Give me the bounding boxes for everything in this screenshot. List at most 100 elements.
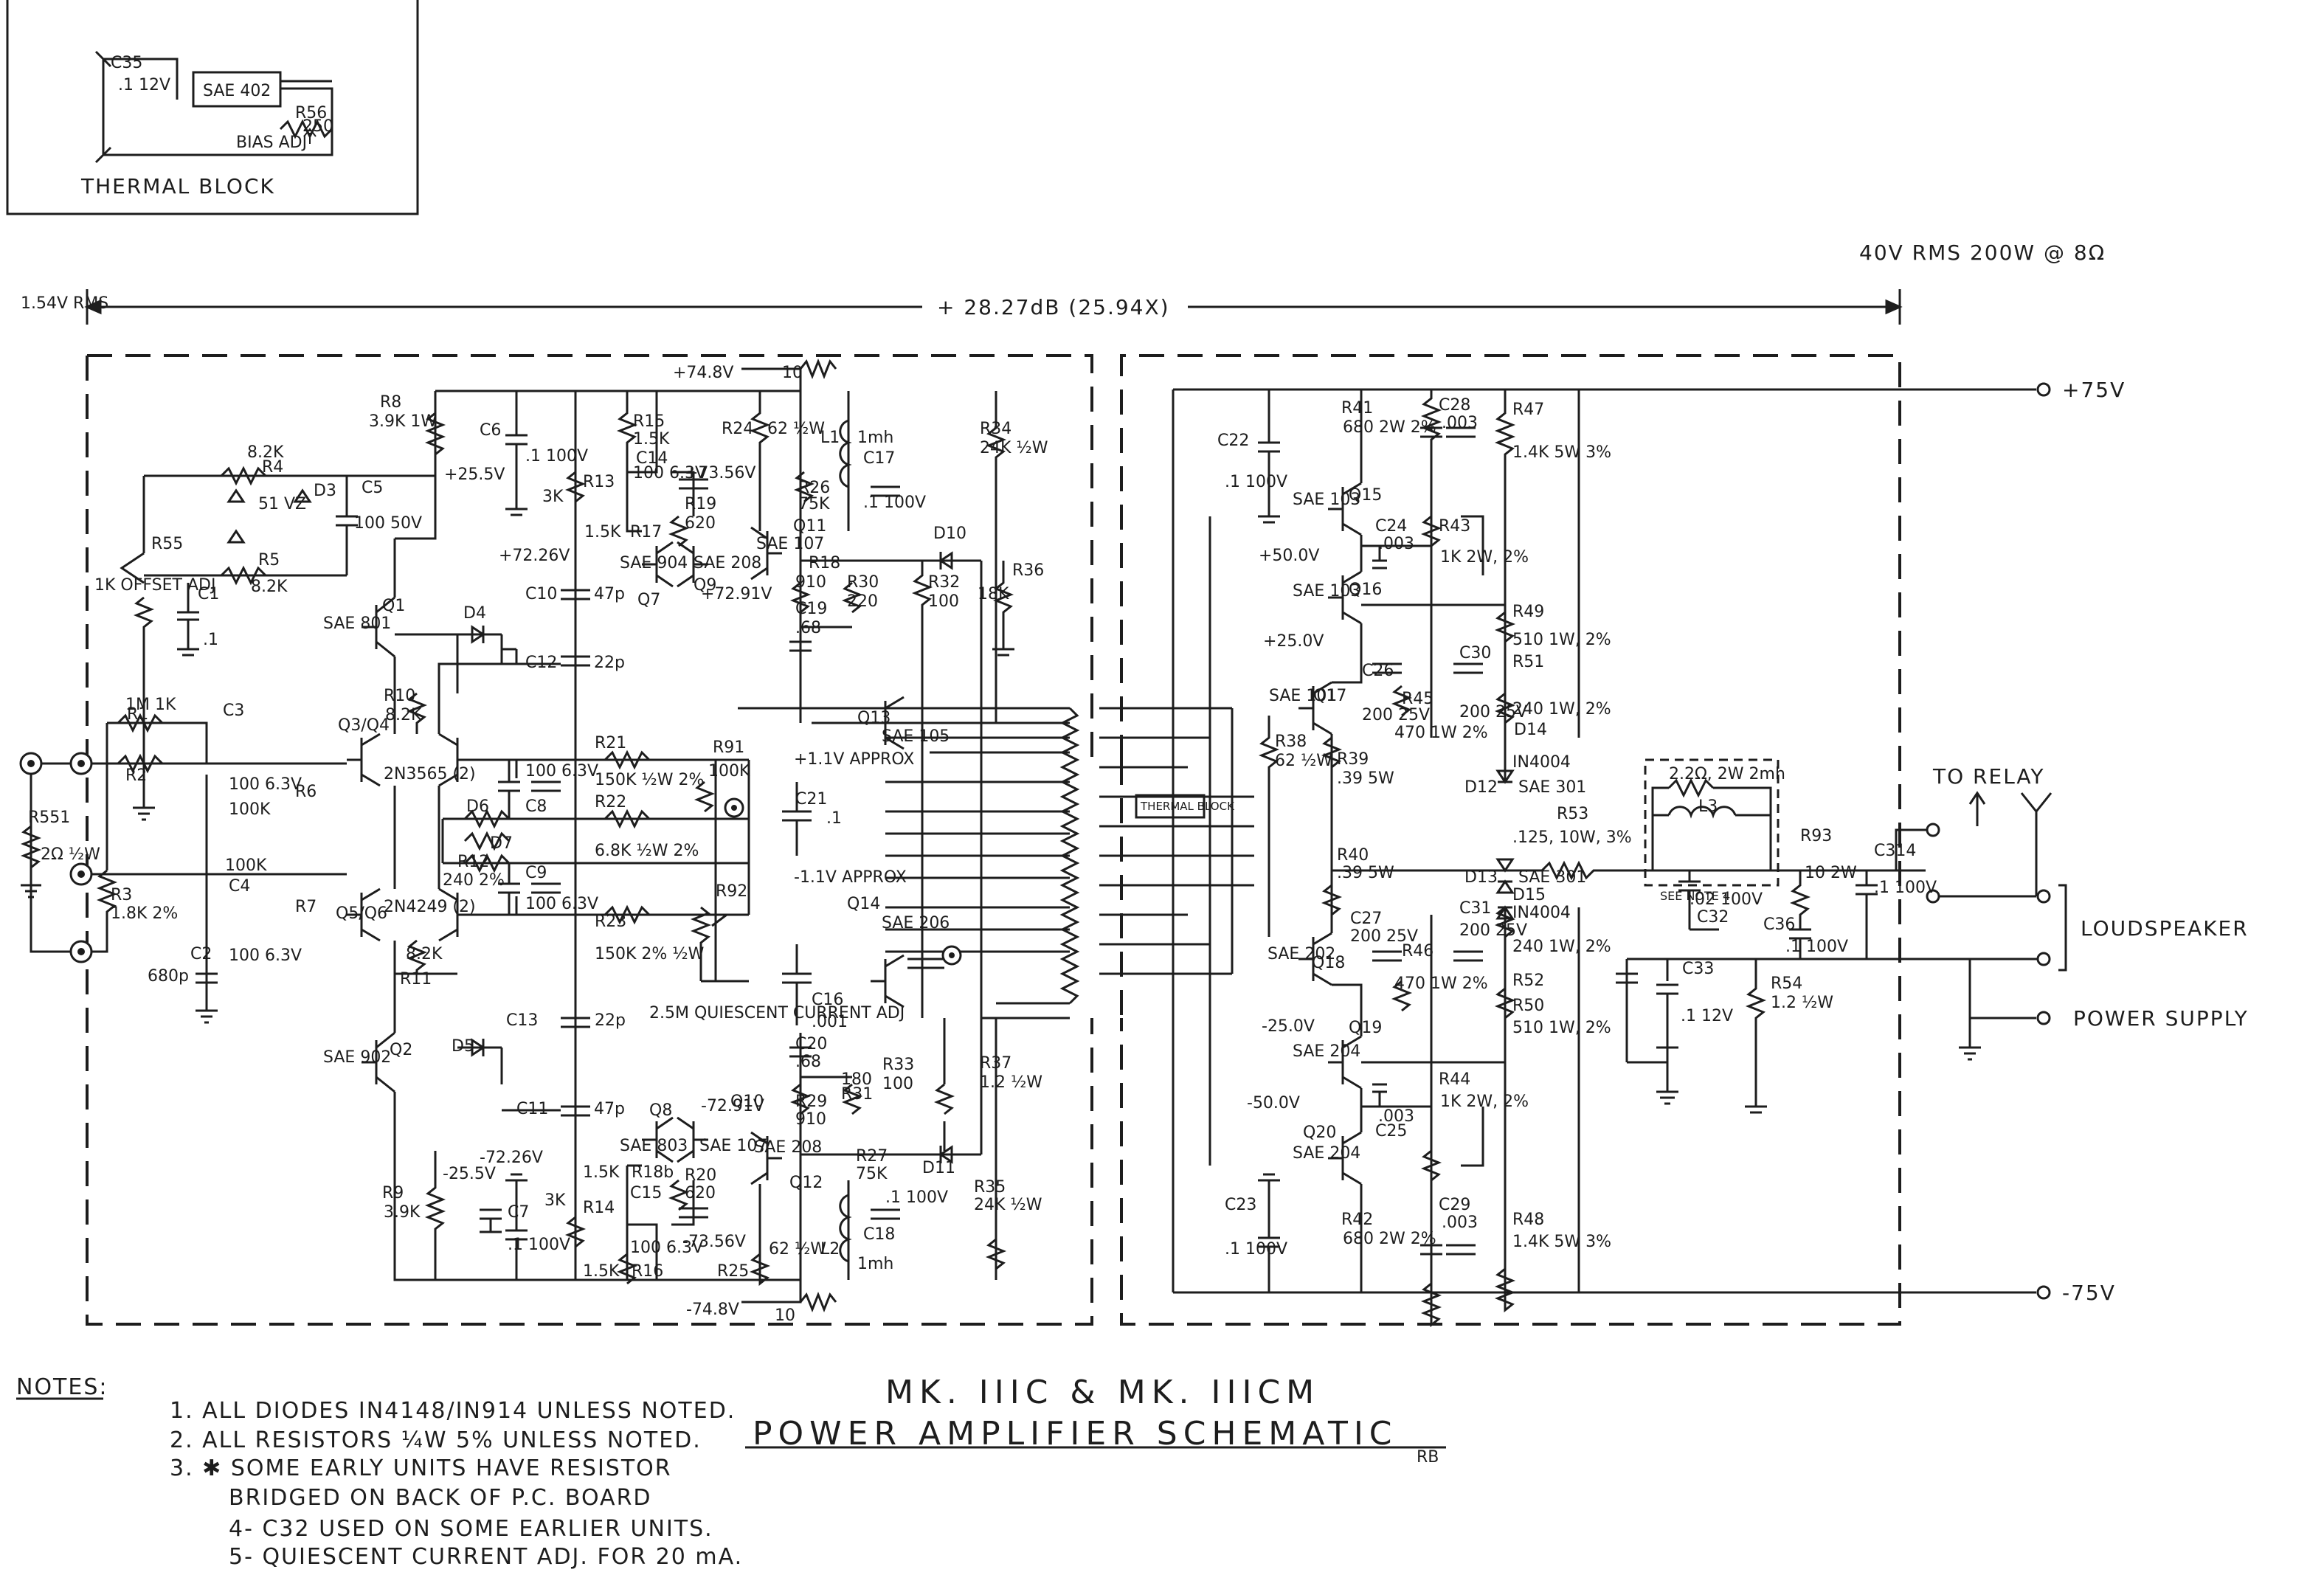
val-C21: .1 <box>826 809 842 828</box>
lbl-C33: C33 <box>1682 960 1714 978</box>
lbl-R16: R16 <box>632 1262 663 1281</box>
val-Q7: SAE 904 <box>620 554 688 572</box>
thermal-block-inset: C35 .1 12V SAE 402 R56 250 BIAS ADJ THER… <box>6 0 419 215</box>
notes-heading: NOTES: <box>16 1374 108 1400</box>
val-L3: 2.2Ω, 2W 2mh <box>1669 765 1785 783</box>
val-C27: 200 25V <box>1350 927 1418 946</box>
lbl-R55: R55 <box>151 535 183 553</box>
val-R55: 1K OFFSET ADJ <box>94 576 215 595</box>
voltage-amp-stage <box>480 391 1014 1287</box>
val-R18: 910 <box>795 573 826 592</box>
v-plus-73-56: +73.56V <box>685 464 755 482</box>
val-R17: 1.5K <box>584 523 621 541</box>
val-R42: 680 2W 2% <box>1343 1230 1436 1248</box>
lbl-R42: R42 <box>1341 1211 1373 1229</box>
lbl-C8: C8 <box>525 797 547 816</box>
lbl-R25: R25 <box>717 1262 749 1281</box>
lbl-C15: C15 <box>630 1184 662 1202</box>
val-R551: 2Ω ½W <box>41 845 100 864</box>
val-C14: 100 6.3V <box>633 464 706 482</box>
lbl-D15: D15 <box>1512 886 1546 904</box>
lbl-R1: R1 <box>127 705 148 724</box>
lbl-R91: R91 <box>713 738 744 757</box>
lbl-C3: C3 <box>223 702 244 720</box>
note-3b: BRIDGED ON BACK OF P.C. BOARD <box>229 1485 652 1511</box>
lbl-R20: R20 <box>685 1166 716 1185</box>
lbl-L3: L3 <box>1698 797 1718 816</box>
output-stage: LOUDSPEAKER TO RELAY POWER SUPPLY <box>1172 390 2247 1328</box>
see-note-label: SEE NOTE 4 <box>1660 889 1730 903</box>
v-minus-1-1: -1.1V APPROX <box>794 868 907 887</box>
val-R15: 1.5K <box>633 430 670 449</box>
val-R8: 3.9K 1W <box>369 412 437 431</box>
lbl-D4: D4 <box>463 604 486 623</box>
lbl-Q19: Q19 <box>1349 1019 1382 1037</box>
lbl-D13: D13 <box>1464 868 1498 887</box>
note-4: 4- C32 USED ON SOME EARLIER UNITS. <box>229 1516 713 1542</box>
v-plus-25: +25.0V <box>1263 632 1324 651</box>
val-R18b: 1.5K <box>583 1163 620 1182</box>
lbl-R17: R17 <box>630 523 662 541</box>
output-level: 40V RMS 200W @ 8Ω <box>1859 240 2106 265</box>
lbl-R36: R36 <box>1012 561 1044 580</box>
val-Q18: SAE 202 <box>1268 945 1335 963</box>
val-C5: 100 50V <box>354 514 422 533</box>
lbl-R51: R51 <box>1512 653 1544 671</box>
val-R10: 8.2K <box>385 706 422 724</box>
thermal-block-tag: THERMAL BLOCK <box>1140 800 1235 813</box>
v-minus-74-8: -74.8V <box>686 1301 739 1319</box>
lbl-R38: R38 <box>1275 733 1307 751</box>
pos-rail-label: +75V <box>2062 378 2126 402</box>
lbl-D11: D11 <box>922 1159 955 1177</box>
lbl-C20: C20 <box>795 1035 827 1053</box>
lbl-R46: R46 <box>1402 942 1434 960</box>
val-R49: 510 1W, 2% <box>1512 631 1611 649</box>
r-top-10: 10 <box>782 364 803 382</box>
lbl-C22: C22 <box>1217 432 1249 450</box>
gain-header: 1.54V RMS + 28.27dB (25.94X) 40V RMS 200… <box>21 240 2106 325</box>
val-Q16: SAE 103 <box>1293 582 1360 600</box>
val-R91: 100K <box>708 762 750 780</box>
lbl-R4: R4 <box>262 458 283 477</box>
lbl-R19: R19 <box>685 495 716 513</box>
lbl-D12: D12 <box>1464 778 1498 797</box>
lbl-C11: C11 <box>516 1100 548 1118</box>
val-C3: 100 6.3V <box>229 775 302 794</box>
val-D3: 51 VZ <box>258 495 306 513</box>
lbl-C9: C9 <box>525 864 547 882</box>
lbl-R6: R6 <box>295 783 317 801</box>
lbl-R13: R13 <box>583 473 615 491</box>
lbl-Q12: Q12 <box>789 1174 823 1192</box>
lbl-R47: R47 <box>1512 401 1544 419</box>
val-C1: .1 <box>203 631 218 649</box>
val-R52: 240 1W, 2% <box>1512 938 1611 956</box>
lbl-R11: R11 <box>400 970 432 989</box>
val-R4: 8.2K <box>247 443 284 462</box>
val-C16: .001 <box>812 1013 848 1031</box>
chassis-boundary <box>86 354 1901 1326</box>
lbl-R35: R35 <box>974 1178 1006 1197</box>
val-C10: 47p <box>594 585 625 603</box>
val-C26: 200 25V <box>1362 706 1430 724</box>
v-plus-74-8: +74.8V <box>673 364 733 382</box>
sae402-label: SAE 402 <box>203 82 271 100</box>
v-minus-72-26: -72.26V <box>480 1149 543 1167</box>
val-D13: SAE 301 <box>1518 868 1586 887</box>
lbl-R30: R30 <box>847 573 879 592</box>
v-plus-1-1: +1.1V APPROX <box>794 750 914 769</box>
lbl-C314: C314 <box>1874 842 1916 860</box>
val-C33: .1 12V <box>1681 1007 1733 1025</box>
lbl-Q18: Q18 <box>1312 954 1345 972</box>
val-Q11: SAE 107 <box>756 535 824 553</box>
lbl-C23: C23 <box>1225 1196 1256 1214</box>
lbl-R7: R7 <box>295 898 317 916</box>
lbl-R18: R18 <box>809 554 840 572</box>
lbl-Q10: Q10 <box>730 1093 764 1111</box>
lbl-R8: R8 <box>380 393 401 412</box>
val-Q10: SAE 107 <box>699 1137 767 1155</box>
lbl-R41: R41 <box>1341 399 1373 418</box>
lbl-D6: D6 <box>466 797 489 816</box>
lbl-Q1: Q1 <box>382 597 405 615</box>
lbl-C31: C31 <box>1459 899 1491 918</box>
